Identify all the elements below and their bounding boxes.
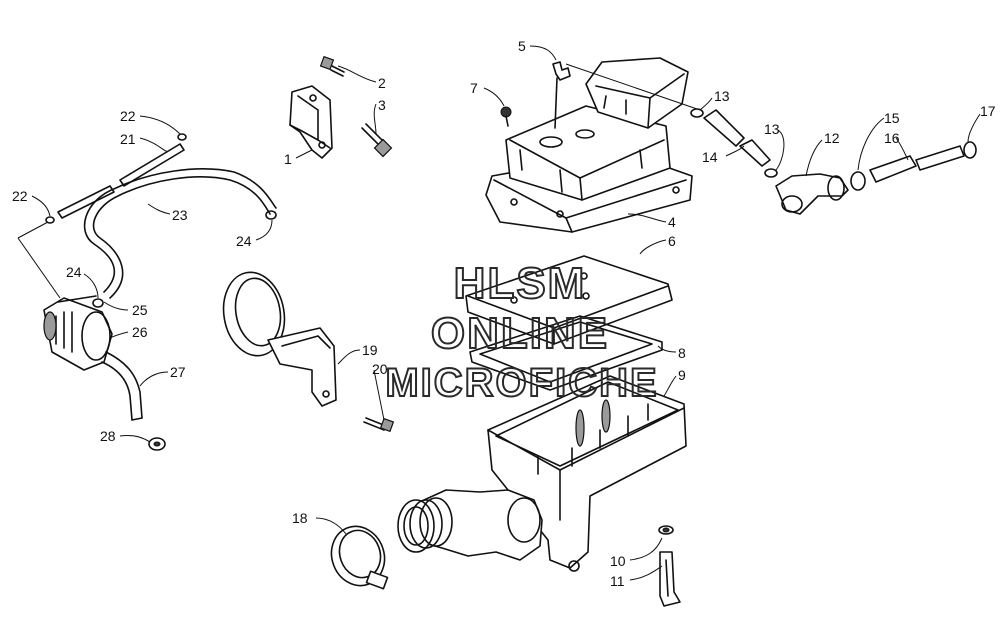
part-24-clamp-lower — [92, 298, 104, 308]
callout-26: 26 — [132, 324, 148, 340]
part-13-clamp-lower — [764, 168, 778, 178]
part-7-screw — [500, 106, 512, 127]
callout-13a: 13 — [714, 88, 730, 104]
part-23-hose — [83, 168, 277, 299]
callout-2: 2 — [378, 75, 386, 91]
callout-17: 17 — [980, 103, 996, 119]
callout-5: 5 — [518, 38, 526, 54]
callout-8: 8 — [678, 345, 686, 361]
part-6-filter-plate — [465, 255, 673, 345]
part-17-clamp — [963, 141, 977, 159]
part-2-bolt — [319, 55, 345, 77]
part-12-breather — [775, 173, 849, 215]
callout-28: 28 — [100, 428, 116, 444]
callout-18: 18 — [292, 510, 308, 526]
part-10-washer — [658, 525, 674, 535]
callout-22a: 22 — [120, 108, 136, 124]
callout-20: 20 — [372, 361, 388, 377]
part-19-strap-bracket — [222, 271, 337, 407]
leader-lines — [31, 45, 981, 581]
alignment-lines — [17, 63, 701, 299]
part-20-bolt — [363, 417, 395, 433]
callouts: 1 2 3 4 5 6 7 8 9 10 11 12 13 13 14 15 1… — [12, 38, 996, 589]
callout-9: 9 — [678, 367, 686, 383]
watermark: HLSM ONLINE MICROFICHE — [384, 258, 658, 406]
callout-6: 6 — [668, 233, 676, 249]
callout-19: 19 — [362, 342, 378, 358]
part-13-clamp-upper — [690, 108, 704, 118]
part-22-clip-upper — [177, 133, 187, 141]
callout-16: 16 — [884, 130, 900, 146]
part-27-outlet-hose — [101, 351, 143, 421]
callout-27: 27 — [170, 364, 186, 380]
part-26-fuel-filter — [43, 297, 113, 371]
part-4-airbox-lid — [485, 57, 693, 233]
callout-21: 21 — [120, 131, 136, 147]
part-28-clip — [148, 437, 166, 451]
callout-7: 7 — [470, 80, 478, 96]
part-22-clip-lower — [45, 216, 55, 224]
part-1-bracket — [289, 85, 333, 159]
callout-25: 25 — [132, 302, 148, 318]
callout-3: 3 — [378, 97, 386, 113]
part-8-gasket — [469, 315, 663, 391]
part-18-hose-clamp — [330, 525, 389, 590]
callout-11: 11 — [610, 573, 625, 589]
watermark-line1: HLSM — [454, 259, 587, 308]
watermark-line2: ONLINE — [431, 309, 609, 358]
part-3-bolt — [361, 123, 393, 158]
callout-24b: 24 — [66, 264, 82, 280]
callout-1: 1 — [284, 151, 292, 167]
part-11-drain-valve — [659, 551, 681, 607]
callout-23: 23 — [172, 207, 188, 223]
callout-24a: 24 — [236, 233, 252, 249]
callout-12: 12 — [824, 130, 840, 146]
callout-15: 15 — [884, 110, 900, 126]
part-24-clamp-upper — [265, 210, 277, 220]
callout-14: 14 — [702, 149, 718, 165]
callout-22b: 22 — [12, 188, 28, 204]
part-5-elbow-fitting — [552, 61, 571, 129]
part-21-rod — [57, 143, 185, 219]
callout-13b: 13 — [764, 121, 780, 137]
part-16-tube — [869, 145, 965, 183]
part-15-clamp — [850, 171, 866, 191]
part-14-hose — [703, 109, 771, 167]
callout-10: 10 — [610, 553, 626, 569]
part-25-filter-clamp — [57, 295, 97, 303]
part-9-intake-boot — [397, 489, 543, 561]
watermark-line3: MICROFICHE — [385, 361, 658, 405]
callout-4: 4 — [668, 214, 676, 230]
